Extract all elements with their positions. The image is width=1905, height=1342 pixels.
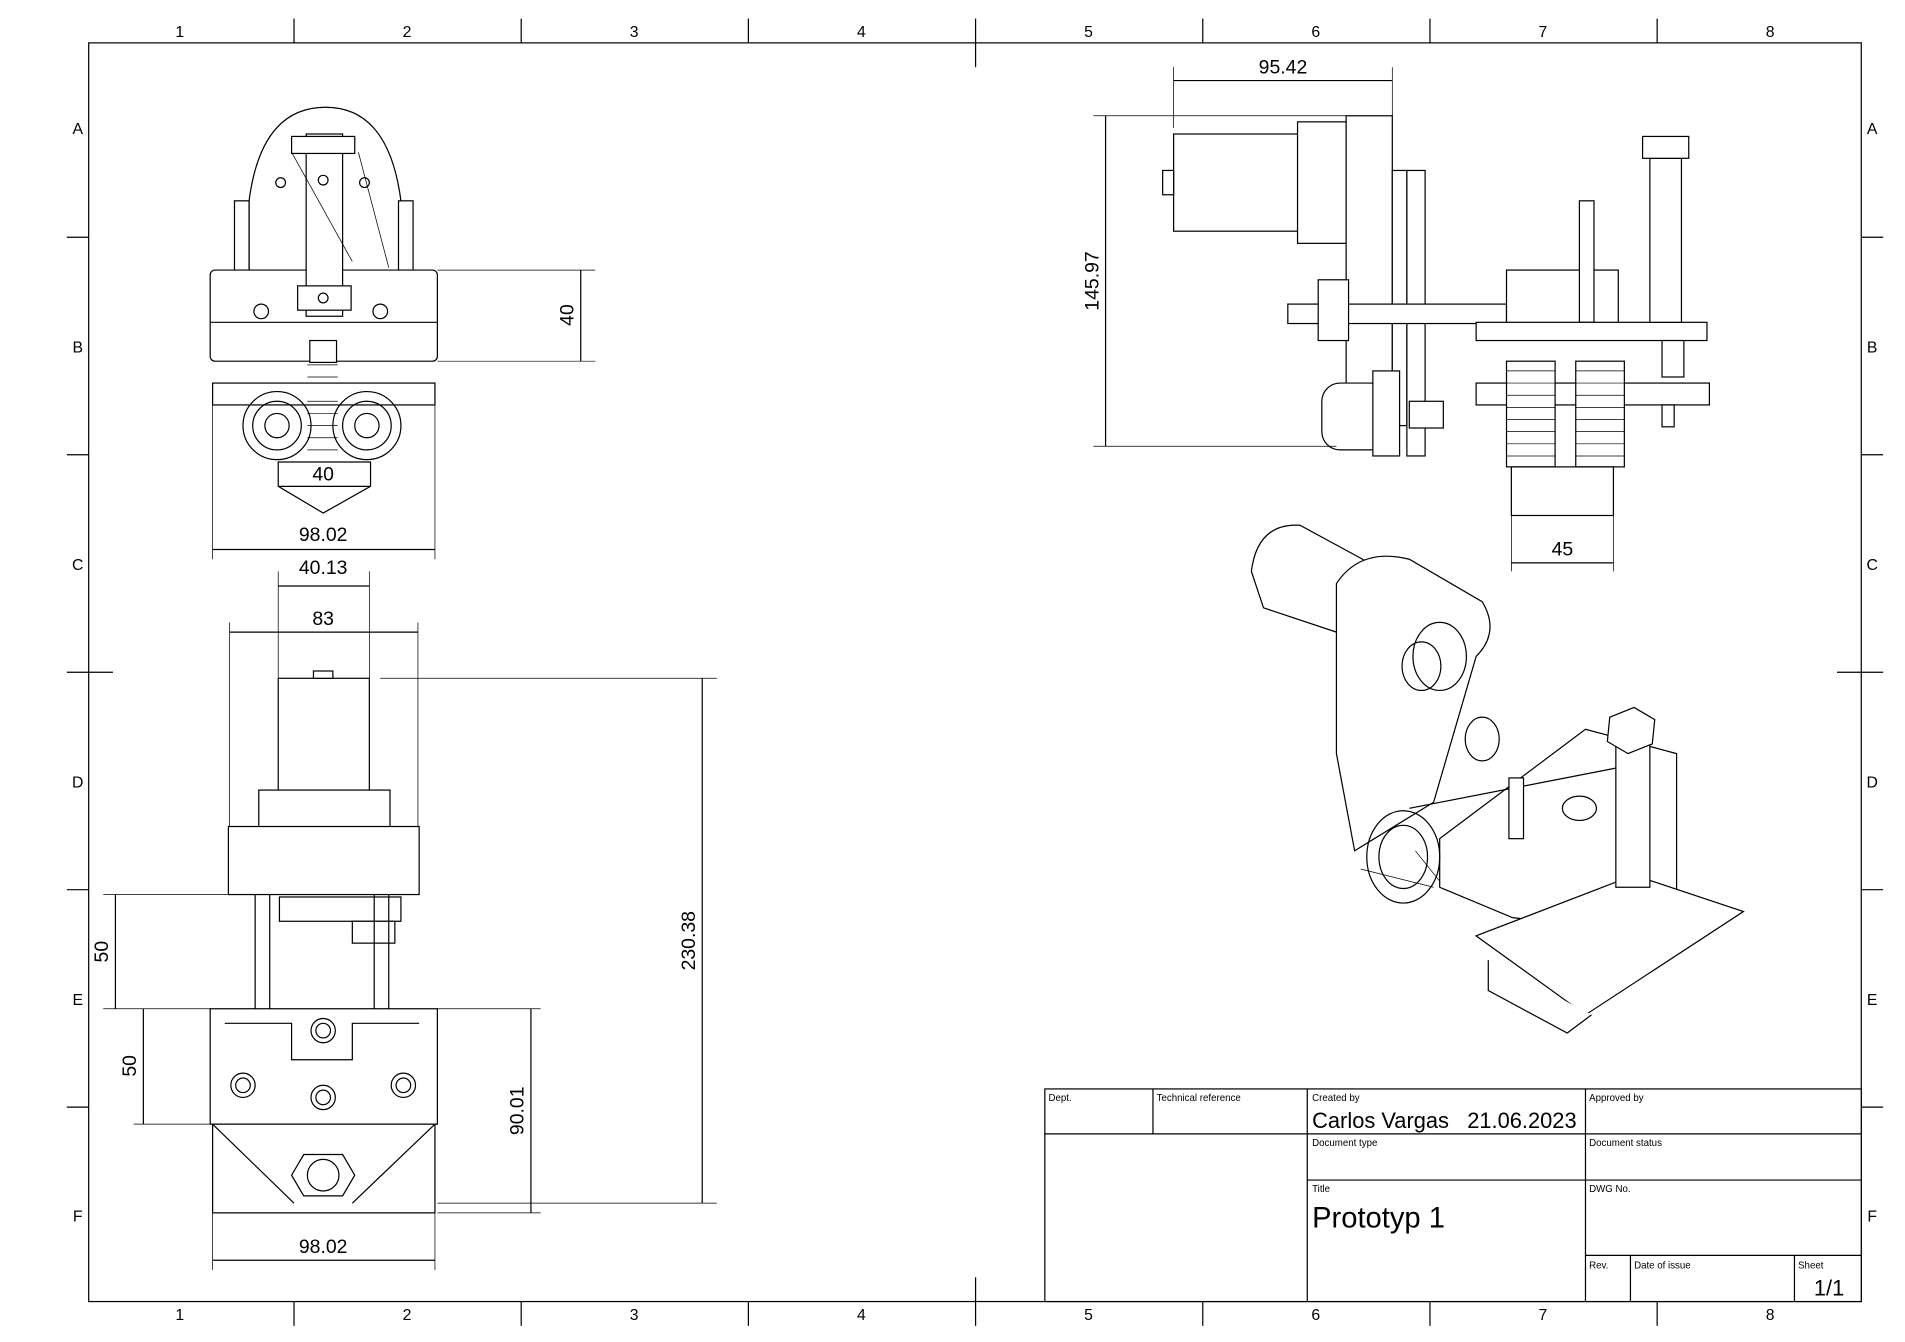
document-status-label: Document status	[1589, 1138, 1662, 1149]
drawing-title: Prototyp 1	[1312, 1202, 1445, 1234]
column-label: 4	[857, 1307, 866, 1324]
column-label: 1	[175, 1307, 184, 1324]
column-label: 6	[1311, 1307, 1320, 1324]
side-view	[1162, 115, 1711, 517]
dept-label: Dept.	[1048, 1093, 1071, 1104]
dimension-top-bottom-width: 98.02	[299, 1236, 348, 1258]
front-view-dimensions: 40 40 98.02	[212, 269, 596, 560]
column-label: 7	[1539, 1307, 1548, 1324]
dimension-top-height-1: 50	[91, 941, 113, 963]
document-type-label: Document type	[1312, 1138, 1377, 1149]
row-label: A	[72, 121, 83, 138]
row-label: D	[1866, 775, 1877, 792]
approved-by-label: Approved by	[1589, 1093, 1644, 1104]
column-label: 2	[403, 24, 412, 41]
top-view-dimensions: 40.13 83 230.38 50 50 90.01 98.02	[91, 557, 717, 1270]
row-label: C	[1866, 557, 1877, 574]
created-by-value: Carlos Vargas 21.06.2023	[1312, 1108, 1577, 1133]
dimension-top-block-height: 90.01	[507, 1086, 529, 1135]
dimension-front-height: 40	[556, 304, 578, 326]
row-label: F	[73, 1208, 83, 1225]
front-view	[209, 106, 438, 514]
isometric-view	[1250, 524, 1745, 1034]
column-label: 1	[175, 24, 184, 41]
sheet-label: Sheet	[1798, 1261, 1824, 1272]
dimension-side-spring-width: 45	[1552, 539, 1574, 561]
column-label: 3	[630, 1307, 639, 1324]
row-label: B	[1867, 340, 1878, 357]
title-label: Title	[1312, 1184, 1330, 1195]
created-by-label: Created by	[1312, 1093, 1360, 1104]
column-label: 5	[1084, 1307, 1093, 1324]
row-label: A	[1867, 121, 1878, 138]
column-label: 5	[1084, 24, 1093, 41]
row-labels-left: A B C D E F	[72, 121, 83, 1225]
date-of-issue-label: Date of issue	[1634, 1261, 1691, 1272]
sheet-value: 1/1	[1814, 1275, 1844, 1300]
dimension-top-total-height: 230.38	[678, 911, 700, 970]
row-label: F	[1867, 1208, 1877, 1225]
dimension-top-width-2: 83	[312, 608, 334, 630]
row-label: E	[1867, 992, 1878, 1009]
column-label: 8	[1766, 24, 1775, 41]
row-label: C	[72, 557, 83, 574]
column-label: 6	[1311, 24, 1320, 41]
dimension-top-height-2: 50	[119, 1055, 141, 1077]
technical-reference-label: Technical reference	[1157, 1093, 1241, 1104]
column-label: 7	[1539, 24, 1548, 41]
dimension-side-width: 95.42	[1259, 56, 1308, 78]
dwg-number-label: DWG No.	[1589, 1184, 1631, 1195]
row-label: E	[72, 992, 83, 1009]
column-label: 2	[403, 1307, 412, 1324]
side-view-dimensions: 95.42 145.97 45	[1081, 56, 1614, 572]
column-labels-bottom: 1 2 3 4 5 6 7 8	[175, 1307, 1774, 1324]
top-view	[209, 670, 438, 1214]
row-label: B	[72, 340, 83, 357]
column-label: 3	[630, 24, 639, 41]
column-label: 8	[1766, 1307, 1775, 1324]
row-label: D	[72, 775, 83, 792]
dimension-side-height: 145.97	[1081, 251, 1103, 310]
column-labels-top: 1 2 3 4 5 6 7 8	[175, 24, 1774, 41]
title-block: Dept. Technical reference Created by Car…	[1044, 1088, 1862, 1303]
revision-label: Rev.	[1589, 1261, 1608, 1272]
dimension-front-width: 98.02	[299, 524, 348, 546]
dimension-top-width-1: 40.13	[299, 557, 348, 579]
dimension-front-inner-width: 40	[312, 463, 334, 485]
row-labels-right: A B C D E F	[1866, 121, 1877, 1225]
column-label: 4	[857, 24, 866, 41]
column-dividers	[66, 18, 1884, 1326]
